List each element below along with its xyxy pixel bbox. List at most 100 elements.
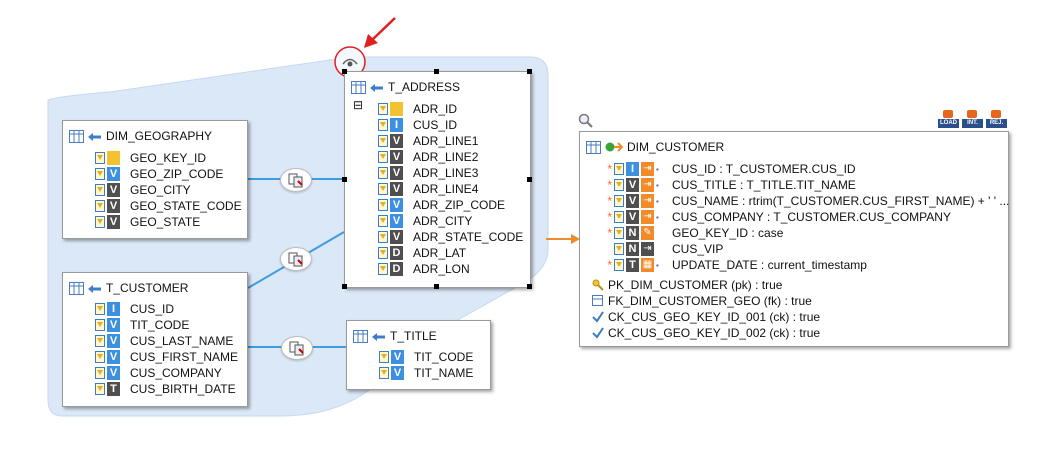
constraint-row[interactable]: FK_DIM_CUSTOMER_GEO (fk) : true: [592, 293, 820, 309]
type-badge: D: [390, 246, 403, 260]
column-icon: [378, 198, 389, 212]
mapping-row[interactable]: *V⇥▪CUS_NAME : rtrim(T_CUSTOMER.CUS_FIRS…: [607, 194, 1010, 208]
join-icon[interactable]: [280, 247, 312, 271]
column-icon: [95, 151, 106, 165]
mapping-icon: ⇥: [641, 242, 654, 256]
constraint-row[interactable]: PK_DIM_CUSTOMER (pk) : true: [592, 277, 820, 293]
type-badge: V: [107, 215, 120, 229]
mapping-row[interactable]: *V⇥▪CUS_COMPANY : T_CUSTOMER.CUS_COMPANY: [607, 210, 951, 224]
constraint-row[interactable]: CK_CUS_GEO_KEY_ID_001 (ck) : true: [592, 309, 820, 325]
mapping-icon: ⇥: [641, 210, 654, 224]
type-badge: V: [626, 178, 639, 192]
resize-handle[interactable]: [342, 69, 347, 74]
type-badge: V: [390, 150, 403, 164]
check-icon: [592, 311, 604, 323]
mapping-row[interactable]: N⇥CUS_VIP: [602, 241, 1009, 257]
mapping-icon: ⇥: [641, 194, 654, 208]
flags-icon: ▪: [656, 260, 659, 270]
table-header: DIM_CUSTOMER: [586, 138, 724, 156]
column-icon: [378, 134, 389, 148]
column-icon: [614, 242, 625, 256]
column-row[interactable]: GEO_KEY_ID: [95, 150, 242, 166]
table-name: DIM_CUSTOMER: [627, 140, 725, 154]
table-icon: [69, 281, 84, 295]
column-icon: [95, 215, 106, 229]
column-icon: [379, 350, 390, 364]
column-row[interactable]: ADR_ID: [378, 101, 523, 117]
table-header: T_TITLE: [353, 327, 437, 345]
table-dim-customer[interactable]: DIM_CUSTOMER *I⇥▪CUS_ID : T_CUSTOMER.CUS…: [579, 131, 1009, 347]
table-name: T_ADDRESS: [388, 80, 461, 94]
constraint-row[interactable]: CK_CUS_GEO_KEY_ID_002 (ck) : true: [592, 325, 820, 341]
eye-icon[interactable]: [342, 56, 358, 68]
mapping-icon: ⇥: [641, 162, 654, 176]
type-badge: N: [626, 242, 639, 256]
table-icon: [353, 329, 368, 343]
magnifier-icon[interactable]: [578, 113, 594, 129]
type-badge: V: [107, 334, 120, 348]
column-icon: [95, 318, 106, 332]
table-header: DIM_GEOGRAPHY: [69, 127, 212, 145]
join-icon[interactable]: [280, 168, 312, 192]
stage-badges: LOAD INT. REJ.: [938, 110, 1007, 128]
resize-handle[interactable]: [527, 284, 532, 289]
flags-icon: ▪: [656, 196, 659, 206]
resize-handle[interactable]: [527, 177, 532, 182]
integration-stage-badge[interactable]: INT.: [962, 110, 983, 128]
resize-handle[interactable]: [527, 69, 532, 74]
type-badge: V: [390, 198, 403, 212]
foreign-key-icon: [592, 295, 604, 307]
type-badge: N: [626, 226, 639, 240]
column-icon: [614, 178, 625, 192]
reject-stage-badge[interactable]: REJ.: [986, 110, 1007, 128]
resize-handle[interactable]: [434, 69, 439, 74]
type-badge: I: [107, 302, 120, 316]
type-badge: D: [390, 262, 403, 276]
mapping-row[interactable]: *N✎GEO_KEY_ID : case: [607, 226, 784, 240]
arrow-left-icon: [372, 331, 386, 341]
join-icon[interactable]: [281, 336, 313, 360]
type-badge: I: [390, 118, 403, 132]
type-badge: V: [390, 182, 403, 196]
resize-handle[interactable]: [342, 177, 347, 182]
column-icon: [379, 366, 390, 380]
mapping-row[interactable]: *T▦▪UPDATE_DATE : current_timestamp: [607, 258, 867, 272]
column-icon: [378, 230, 389, 244]
mapping-row[interactable]: *I⇥▪CUS_ID : T_CUSTOMER.CUS_ID: [607, 162, 856, 176]
wrench-icon: ✎: [641, 226, 654, 240]
load-stage-badge[interactable]: LOAD: [938, 110, 959, 128]
resize-handle[interactable]: [434, 284, 439, 289]
mapping-row[interactable]: *V⇥▪CUS_TITLE : T_TITLE.TIT_NAME: [607, 178, 856, 192]
column-icon: [614, 194, 625, 208]
resize-handle[interactable]: [342, 284, 347, 289]
type-badge: V: [107, 167, 120, 181]
collapse-toggle[interactable]: ⊟: [353, 98, 364, 112]
